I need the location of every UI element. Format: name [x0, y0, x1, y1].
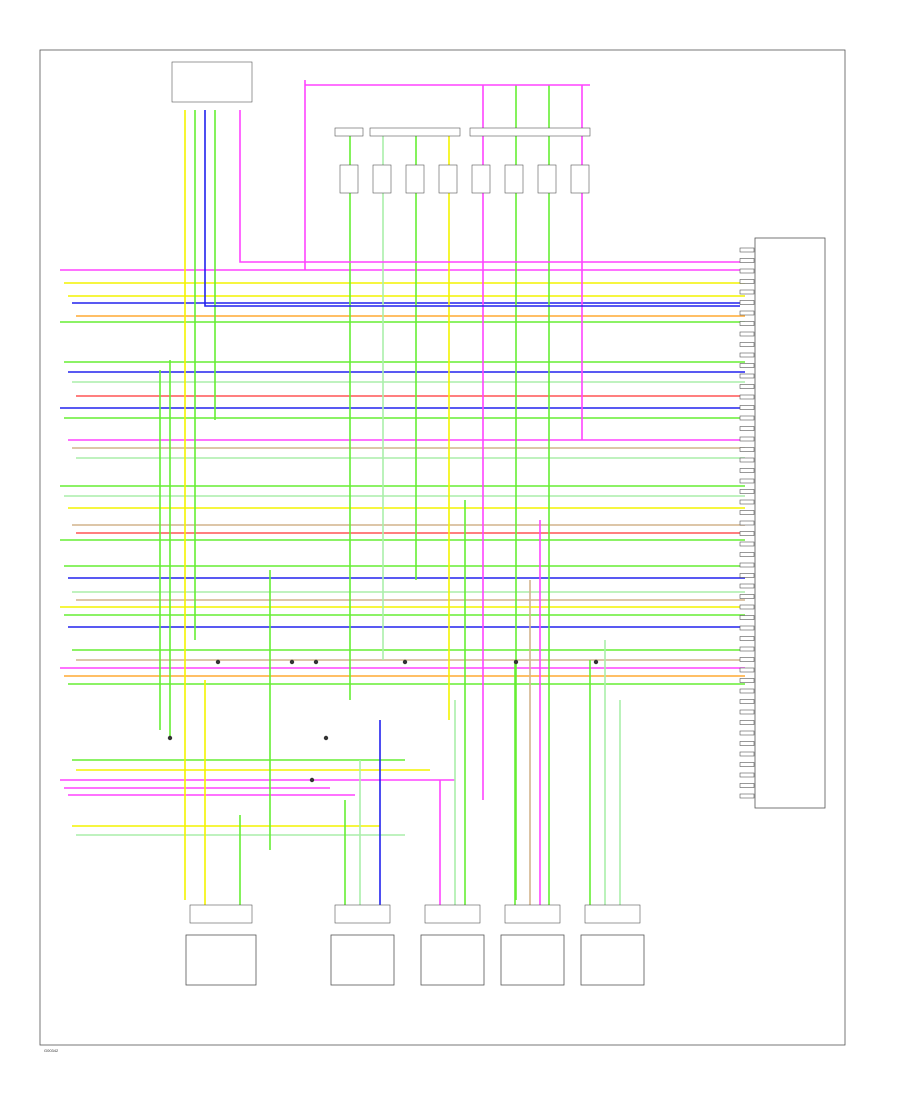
pcm-pin [739, 646, 755, 652]
pcm-pin [739, 531, 755, 536]
pcm-pin [739, 772, 755, 778]
pcm-pin [739, 289, 755, 295]
pcm-pin [739, 667, 755, 673]
pcm-pin [739, 268, 755, 274]
pcm-pin [739, 489, 755, 494]
pcm-pin [739, 331, 755, 337]
splice-5 [593, 659, 599, 665]
pcm-pin [739, 394, 755, 400]
pcm-pin [739, 321, 755, 326]
pcm-pin [739, 279, 755, 284]
pcm-pin [739, 520, 755, 526]
top-connector-0 [171, 61, 253, 103]
top-connector-1 [334, 127, 364, 137]
pcm-pin [739, 594, 755, 599]
splice-7 [323, 735, 329, 741]
pcm-pin [739, 699, 755, 704]
sensor-4 [580, 934, 645, 986]
splice-4 [513, 659, 519, 665]
pcm-pin [739, 468, 755, 473]
splice-8 [309, 777, 315, 783]
diagram-frame [39, 49, 846, 1046]
pcm-pin [739, 751, 755, 757]
splice-2 [313, 659, 319, 665]
pcm-pin [739, 604, 755, 610]
wire-top1 [239, 250, 740, 263]
pcm-pin [739, 258, 755, 263]
sensor-0 [185, 934, 257, 986]
relay-1 [372, 164, 392, 194]
pcm-pin [739, 447, 755, 452]
pcm-pin [739, 247, 755, 253]
sensor-2 [420, 934, 485, 986]
relay-2 [405, 164, 425, 194]
pcm-pin [739, 783, 755, 788]
pcm-pin [739, 342, 755, 347]
pcm-pin [739, 405, 755, 410]
pcm-pin [739, 741, 755, 746]
splice-6 [167, 735, 173, 741]
relay-6 [537, 164, 557, 194]
pcm-pin [739, 310, 755, 316]
pcm-connector-outline [754, 237, 826, 809]
sensor-connector-0 [189, 904, 253, 924]
pcm-pin [739, 657, 755, 662]
wire-top2 [204, 300, 740, 307]
pcm-pin [739, 436, 755, 442]
sensor-connector-4 [584, 904, 641, 924]
pcm-pin [739, 457, 755, 463]
sensor-connector-1 [334, 904, 391, 924]
pcm-pin [739, 384, 755, 389]
pcm-pin [739, 352, 755, 358]
pcm-pin [739, 552, 755, 557]
splice-3 [402, 659, 408, 665]
pcm-pin [739, 478, 755, 484]
pcm-pin [739, 615, 755, 620]
top-connector-2 [369, 127, 461, 137]
pcm-pin [739, 625, 755, 631]
sensor-connector-2 [424, 904, 481, 924]
diagram-code: G00342 [44, 1048, 59, 1053]
sensor-3 [500, 934, 565, 986]
sensor-1 [330, 934, 395, 986]
wire-layer [60, 80, 745, 905]
pcm-pin [739, 415, 755, 421]
pcm-pin [739, 709, 755, 715]
pcm-pin [739, 499, 755, 505]
component-layer [167, 61, 826, 986]
pcm-pin [739, 573, 755, 578]
pcm-pin [739, 678, 755, 683]
relay-5 [504, 164, 524, 194]
pcm-pin [739, 541, 755, 547]
splice-1 [289, 659, 295, 665]
pcm-pin [739, 373, 755, 379]
pcm-pin [739, 583, 755, 589]
pcm-pin [739, 688, 755, 694]
pcm-pin [739, 730, 755, 736]
sensor-connector-3 [504, 904, 561, 924]
top-connector-3 [469, 127, 591, 137]
pcm-pin [739, 300, 755, 305]
relay-3 [438, 164, 458, 194]
pcm-pin [739, 793, 755, 799]
pcm-pin [739, 363, 755, 368]
relay-0 [339, 164, 359, 194]
pcm-pin [739, 510, 755, 515]
pcm-pin [739, 562, 755, 568]
pcm-pin [739, 636, 755, 641]
relay-4 [471, 164, 491, 194]
pcm-pin [739, 426, 755, 431]
relay-7 [570, 164, 590, 194]
pcm-pin [739, 762, 755, 767]
splice-0 [215, 659, 221, 665]
pcm-pin [739, 720, 755, 725]
